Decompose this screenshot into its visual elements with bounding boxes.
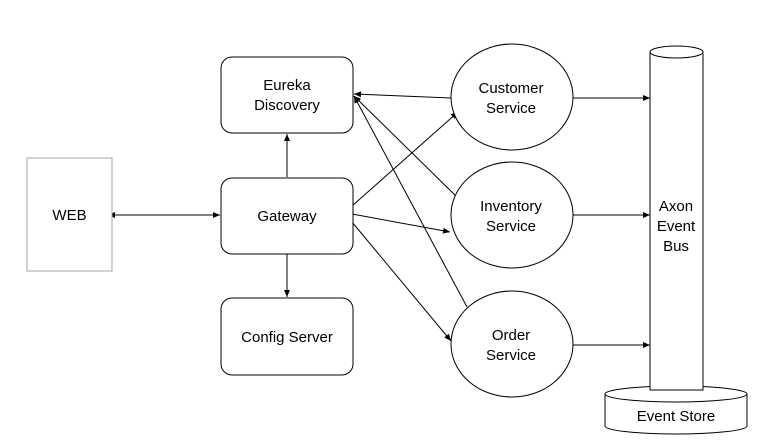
- connectors: [108, 91, 650, 348]
- event-bus-cylinder: [649, 53, 704, 391]
- web-label: WEB: [52, 207, 86, 224]
- connector-customer-eureka: [353, 91, 452, 99]
- event-bus-label-line1: Axon: [659, 198, 693, 215]
- eureka-label-line1: Eureka: [263, 77, 311, 94]
- customer-label-line2: Service: [486, 100, 536, 117]
- event-bus-label-line3: Bus: [663, 238, 689, 255]
- event-bus-top: [649, 45, 704, 59]
- eureka-label-line2: Discovery: [254, 97, 320, 114]
- config-label: Config Server: [241, 329, 333, 346]
- connector-gateway-order: [351, 221, 452, 342]
- inventory-label-line1: Inventory: [480, 198, 542, 215]
- event-bus-label-line2: Event: [657, 218, 696, 235]
- web-box: [26, 157, 113, 272]
- eureka-discovery-node: Eureka Discovery: [220, 56, 354, 134]
- web-node: WEB: [26, 157, 113, 272]
- config-server-node: Config Server: [220, 297, 354, 376]
- inventory-label-line2: Service: [486, 218, 536, 235]
- order-service-node: Order Service: [450, 290, 574, 398]
- event-store-node: Event Store: [604, 385, 748, 435]
- inventory-ellipse: [450, 161, 574, 269]
- connector-gateway-customer: [351, 111, 459, 207]
- axon-event-bus-node: Axon Event Bus: [649, 45, 704, 391]
- order-label-line2: Service: [486, 347, 536, 364]
- customer-service-node: Customer Service: [450, 43, 574, 151]
- order-label-line1: Order: [492, 327, 530, 344]
- order-ellipse: [450, 290, 574, 398]
- gateway-node: Gateway: [220, 177, 354, 255]
- customer-label-line1: Customer: [478, 80, 543, 97]
- connector-gateway-inventory: [351, 213, 451, 234]
- eureka-box: [220, 56, 354, 134]
- connector-order-eureka: [353, 95, 468, 308]
- config-box: [220, 297, 354, 376]
- inventory-service-node: Inventory Service: [450, 161, 574, 269]
- connector-inventory-eureka: [353, 95, 459, 199]
- event-store-label: Event Store: [637, 408, 715, 425]
- gateway-label: Gateway: [257, 208, 317, 225]
- gateway-box: [220, 177, 354, 255]
- event-store-cylinder: [604, 394, 748, 435]
- customer-ellipse: [450, 43, 574, 151]
